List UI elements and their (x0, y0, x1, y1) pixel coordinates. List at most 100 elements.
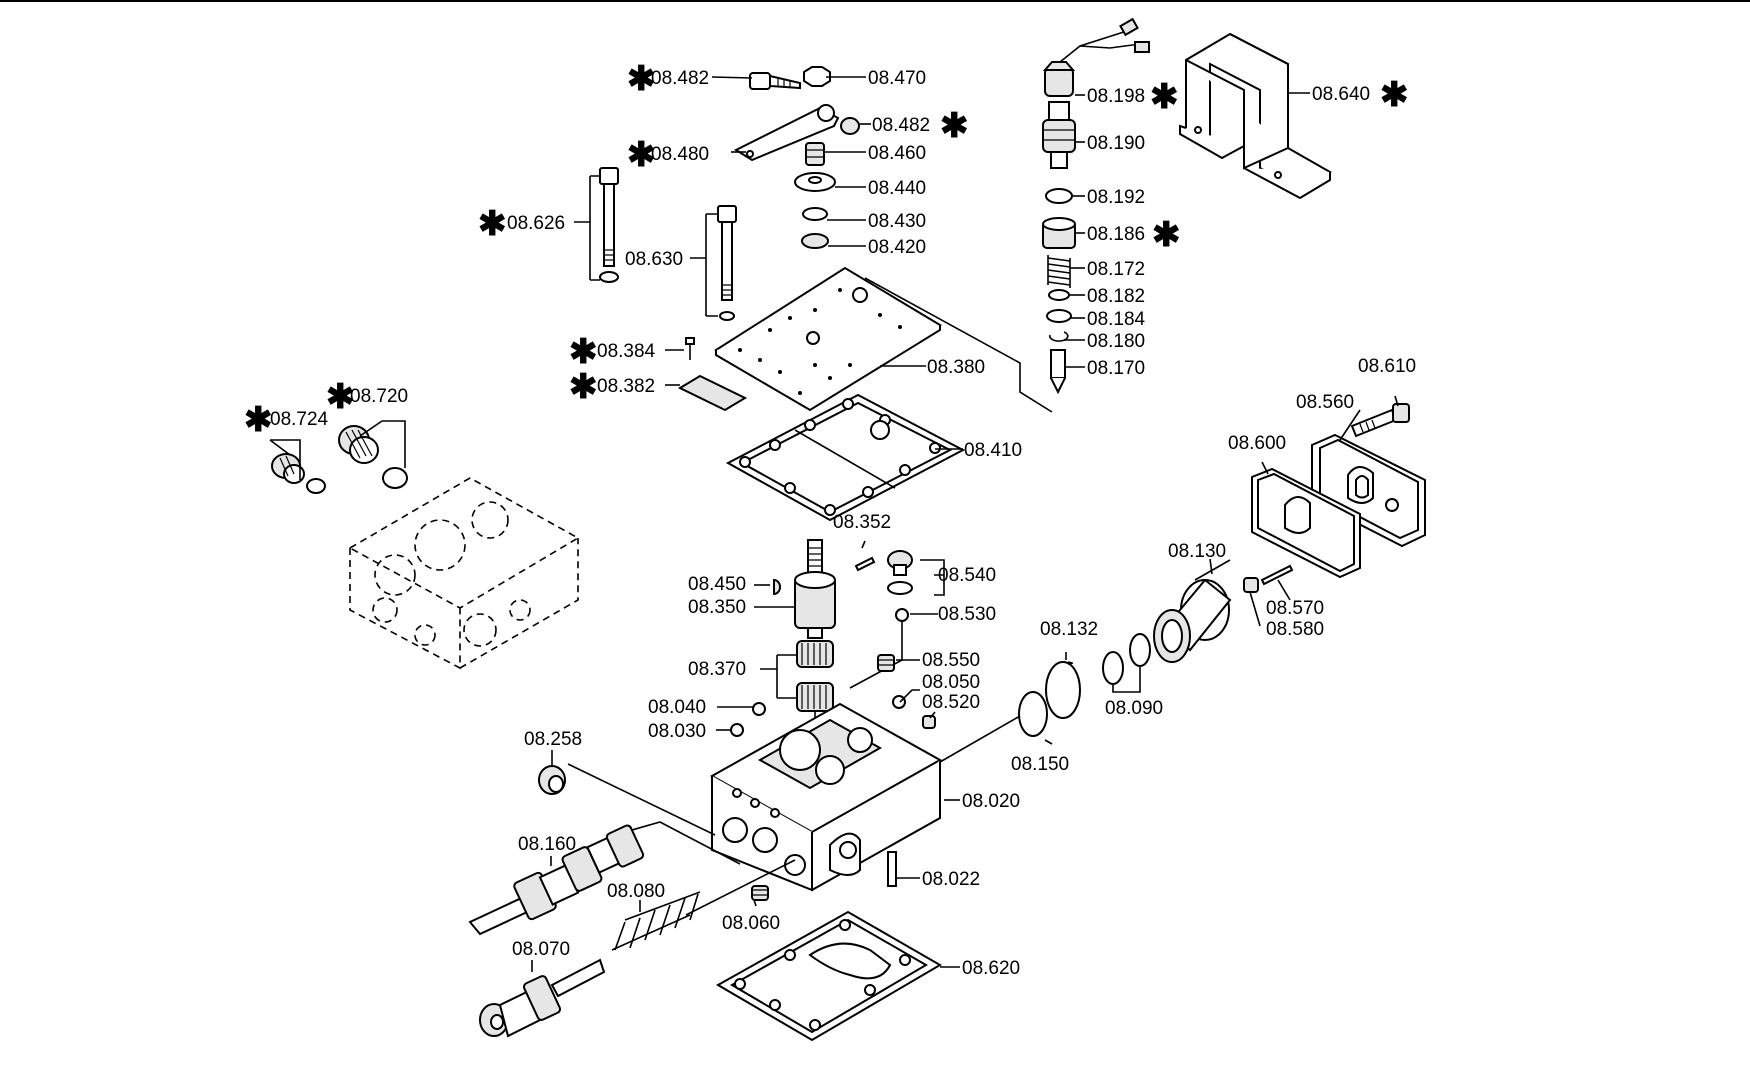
roller-08460-drawing (805, 142, 825, 166)
ring-08184-drawing (1046, 309, 1072, 323)
callout-08060: 08.060 (722, 913, 780, 934)
star-08640: ✱ (1380, 76, 1409, 114)
callout-08258: 08.258 (524, 729, 582, 750)
callout-08600: 08.600 (1228, 433, 1286, 454)
plug-08724-drawing (271, 453, 326, 494)
callout-08450: 08.450 (688, 574, 746, 595)
ball-08030-drawing (730, 723, 744, 737)
star-08186: ✱ (1152, 216, 1181, 254)
main-housing-08020-drawing (709, 702, 943, 892)
cover-08560-drawing (1311, 433, 1426, 548)
callout-08482a: 08.482 (651, 68, 709, 89)
callout-08190: 08.190 (1087, 133, 1145, 154)
star-08626: ✱ (478, 205, 507, 243)
leader-08160-housing (631, 821, 741, 865)
callout-08370: 08.370 (688, 659, 746, 680)
callout-08180: 08.180 (1087, 331, 1145, 352)
callout-08080: 08.080 (607, 881, 665, 902)
callout-08430: 08.430 (868, 211, 926, 232)
plug-08520-drawing (922, 715, 936, 729)
lever-08480-drawing (733, 104, 840, 162)
callout-08350: 08.350 (688, 597, 746, 618)
spring-08080-drawing (611, 891, 701, 951)
gasket-08620-drawing (715, 910, 942, 1042)
gasket-08600-drawing (1251, 467, 1361, 579)
gasket-08410-drawing (725, 393, 966, 522)
callout-08580: 08.580 (1266, 619, 1324, 640)
nut-08470-drawing (803, 66, 831, 87)
callout-08352: 08.352 (833, 512, 891, 533)
star-08482a: ✱ (627, 60, 656, 98)
pin-08022-drawing (887, 851, 897, 887)
circlip-08180-drawing (1049, 331, 1069, 342)
leader-08150-housing (939, 715, 1021, 763)
ring-08182-drawing (1048, 289, 1070, 301)
key-08450-drawing (773, 578, 781, 596)
ring-08132-drawing (1045, 661, 1081, 719)
long-bolt-08626-drawing (599, 167, 619, 283)
callout-08160: 08.160 (518, 834, 576, 855)
callout-08130: 08.130 (1168, 541, 1226, 562)
callout-08550: 08.550 (922, 650, 980, 671)
callout-08520: 08.520 (922, 692, 980, 713)
star-08724: ✱ (244, 401, 273, 439)
pin-08352-drawing (854, 556, 876, 572)
spring-08172-drawing (1047, 255, 1071, 288)
plug-08258-drawing (538, 765, 566, 795)
callout-08132: 08.132 (1040, 619, 1098, 640)
callout-08610: 08.610 (1358, 356, 1416, 377)
plate-08382-drawing (677, 374, 748, 412)
callout-08380: 08.380 (927, 357, 985, 378)
plug-08580-drawing (1243, 577, 1259, 593)
ring-08150-drawing (1018, 691, 1048, 737)
ring-08420-drawing (801, 233, 829, 249)
plug-08540-drawing (887, 550, 913, 595)
callout-08172: 08.172 (1087, 259, 1145, 280)
bearing-08370-drawing (796, 640, 834, 712)
piston-08070-drawing (479, 958, 606, 1038)
long-bolt-08630-drawing (717, 205, 737, 321)
nut-08482-drawing (840, 117, 860, 135)
cap-08130-drawing (1153, 578, 1232, 663)
callout-08198: 08.198 (1087, 86, 1145, 107)
cover-plate-08380-drawing (714, 266, 942, 412)
star-08384: ✱ (569, 333, 598, 371)
shaft-08350-drawing (794, 539, 836, 639)
callout-08382: 08.382 (597, 376, 655, 397)
star-08198: ✱ (1150, 78, 1179, 116)
screw-08384-drawing (685, 337, 695, 360)
leader-08080-housing (685, 859, 796, 916)
callout-08470: 08.470 (868, 68, 926, 89)
leader-08258-housing (567, 763, 716, 836)
callout-08150: 08.150 (1011, 754, 1069, 775)
callout-08050: 08.050 (922, 672, 980, 693)
callout-08620: 08.620 (962, 958, 1020, 979)
sleeve-08186-drawing (1042, 217, 1076, 249)
leader-08130-cap (1194, 559, 1231, 581)
callout-08640: 08.640 (1312, 84, 1370, 105)
ring-08090a-drawing (1102, 651, 1124, 685)
callout-08022: 08.022 (922, 869, 980, 890)
connector-08198-drawing (1042, 17, 1150, 97)
callout-08440: 08.440 (868, 178, 926, 199)
callout-08186: 08.186 (1087, 224, 1145, 245)
ring-08090b-drawing (1129, 633, 1151, 667)
callout-08626: 08.626 (507, 213, 565, 234)
star-08480: ✱ (627, 136, 656, 174)
spool-08160-drawing (468, 824, 645, 936)
callout-08182: 08.182 (1087, 286, 1145, 307)
callout-08184: 08.184 (1087, 309, 1146, 330)
callout-08570: 08.570 (1266, 598, 1324, 619)
callout-08192: 08.192 (1087, 187, 1145, 208)
callout-labels: 08.482 ✱ 08.470 08.482 ✱ 08.480 ✱ 08.460… (244, 60, 1416, 979)
leader-08170-cover (864, 277, 1053, 413)
callout-08170: 08.170 (1087, 358, 1145, 379)
ball-08530-drawing (895, 608, 909, 622)
callout-08460: 08.460 (868, 143, 926, 164)
plug-08060-drawing (751, 885, 769, 901)
switch-08190-drawing (1042, 101, 1076, 169)
callout-08560: 08.560 (1296, 392, 1354, 413)
callout-08090: 08.090 (1105, 698, 1163, 719)
callout-08540: 08.540 (938, 565, 996, 586)
